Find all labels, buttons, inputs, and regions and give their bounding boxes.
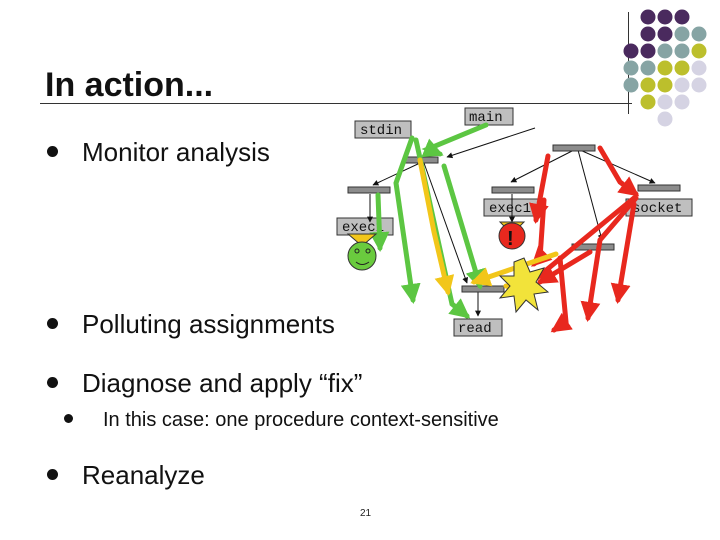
green-path xyxy=(421,122,489,158)
grid-dot xyxy=(623,77,639,93)
node-exec1-left xyxy=(347,186,391,194)
slide-title: In action... xyxy=(45,66,214,104)
grid-dot xyxy=(674,77,690,93)
bullet-text: Monitor analysis xyxy=(82,137,270,167)
label-socket-text: socket xyxy=(632,201,682,217)
bullet-diagnose-fix: Diagnose and apply “fix” xyxy=(47,368,362,399)
horizontal-rule xyxy=(40,103,632,104)
grid-dot xyxy=(657,60,673,76)
warning-mark: ! xyxy=(507,228,514,250)
grid-dot xyxy=(674,60,690,76)
label-read: read xyxy=(453,318,503,337)
sub-bullet-context-sensitive: In this case: one procedure context-sens… xyxy=(64,409,499,432)
call-edge xyxy=(372,162,421,186)
grid-dot xyxy=(640,77,656,93)
face-cap xyxy=(346,233,378,247)
red-path xyxy=(580,195,639,322)
grid-dot xyxy=(657,43,673,59)
call-edge xyxy=(510,149,575,183)
label-exec1-left: exec1 xyxy=(336,217,394,236)
label-stdin-text: stdin xyxy=(360,123,402,139)
warning-circle xyxy=(498,222,526,250)
happy-face-icon xyxy=(346,233,378,271)
face-circle xyxy=(347,241,377,271)
sub-bullet-text: In this case: one procedure context-sens… xyxy=(103,409,499,431)
bullet-dot xyxy=(47,317,58,329)
red-path xyxy=(550,255,573,333)
node-socket xyxy=(637,184,681,192)
grid-dot xyxy=(623,60,639,76)
red-path xyxy=(610,201,637,304)
bullet-polluting-assignments: Polluting assignments xyxy=(47,309,335,340)
call-edge xyxy=(446,127,536,159)
grid-dot xyxy=(640,60,656,76)
grid-dot xyxy=(640,26,656,42)
node-read xyxy=(461,285,505,293)
bullet-text: Diagnose and apply “fix” xyxy=(82,368,363,398)
red-paths xyxy=(518,145,640,333)
grid-dot xyxy=(657,94,673,110)
label-stdin: stdin xyxy=(354,120,412,139)
grid-dot xyxy=(640,94,656,110)
burst-icon xyxy=(498,257,550,314)
red-path xyxy=(529,153,551,224)
grid-dot xyxy=(623,43,639,59)
page-number: 21 xyxy=(360,508,372,519)
grid-dot xyxy=(674,43,690,59)
label-main-box xyxy=(464,107,514,126)
face-smile xyxy=(355,261,370,265)
grid-dot xyxy=(640,9,656,25)
label-exec1-right-text: exec1 xyxy=(489,201,531,217)
grid-dot xyxy=(657,77,673,93)
grid-dot xyxy=(674,26,690,42)
warning-icon: ! xyxy=(498,221,526,250)
grid-dot xyxy=(657,26,673,42)
grid-dot xyxy=(657,111,673,127)
face-eye xyxy=(354,248,360,254)
grid-dot xyxy=(640,43,656,59)
node-main xyxy=(552,144,596,152)
bullet-dot xyxy=(47,376,58,388)
green-path xyxy=(441,163,485,290)
label-read-text: read xyxy=(458,321,492,337)
label-stdin-box xyxy=(354,120,412,139)
yellow-path xyxy=(417,157,455,296)
label-socket: socket xyxy=(625,198,693,217)
grid-dot xyxy=(674,9,690,25)
grid-dot xyxy=(691,43,707,59)
burst-shape xyxy=(498,257,550,314)
grid-dot xyxy=(691,77,707,93)
node-exec1-right xyxy=(491,186,535,194)
green-path xyxy=(393,135,421,304)
label-main-text: main xyxy=(469,110,503,126)
bullet-dot xyxy=(47,145,58,157)
label-main: main xyxy=(464,107,514,126)
bullet-dot xyxy=(47,468,58,480)
bullet-text: Reanalyze xyxy=(82,460,205,490)
bullet-reanalyze: Reanalyze xyxy=(47,460,205,491)
grid-dot xyxy=(657,9,673,25)
green-path xyxy=(369,192,390,252)
green-paths xyxy=(369,122,489,319)
call-edge xyxy=(423,162,469,284)
grid-dot xyxy=(674,94,690,110)
bullet-monitor-analysis: Monitor analysis xyxy=(47,137,270,168)
red-path xyxy=(536,249,593,285)
red-path xyxy=(597,145,640,197)
face-eye xyxy=(365,248,371,254)
label-read-box xyxy=(453,318,503,337)
sub-bullet-dot xyxy=(64,414,73,424)
grid-dot xyxy=(691,60,707,76)
call-edge xyxy=(579,149,656,184)
bullet-text: Polluting assignments xyxy=(82,309,335,339)
grid-dot xyxy=(691,26,707,42)
